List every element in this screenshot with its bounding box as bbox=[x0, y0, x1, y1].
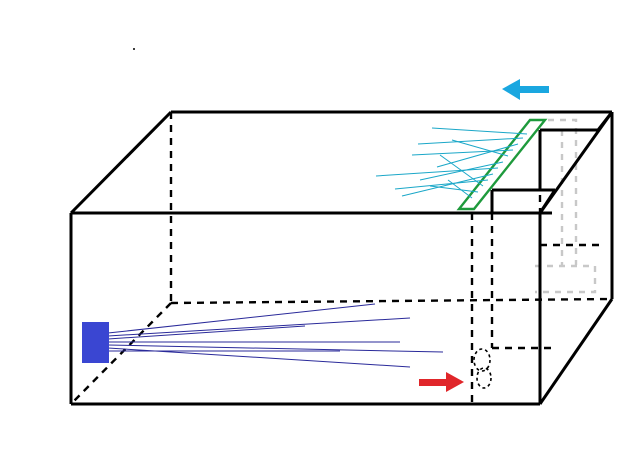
stray-dot bbox=[133, 48, 135, 50]
hidden-chamber-top bbox=[548, 118, 578, 265]
jet-line bbox=[107, 317, 411, 337]
pump-jet-lines bbox=[107, 303, 444, 368]
overflow-back-slope bbox=[596, 111, 614, 131]
hidden-edge-bottom-depth bbox=[70, 302, 172, 405]
spray-line bbox=[394, 179, 489, 190]
spray-line bbox=[375, 167, 499, 177]
top-left-depth-edge bbox=[69, 110, 173, 215]
spray-line bbox=[401, 173, 494, 197]
tank-outline bbox=[69, 110, 614, 406]
hidden-chamber-base bbox=[535, 264, 597, 294]
filter-slot bbox=[456, 118, 548, 211]
outflow-arrow-icon bbox=[502, 79, 549, 100]
spray-line bbox=[439, 154, 484, 187]
overflow-box-right bbox=[538, 189, 557, 214]
jet-line bbox=[107, 325, 306, 340]
spray-lines bbox=[375, 127, 528, 199]
drain-outlet-icon bbox=[473, 348, 492, 389]
right-bottom-depth-edge bbox=[538, 298, 614, 405]
pump-icon bbox=[82, 322, 109, 363]
spray-line bbox=[429, 185, 479, 193]
hidden-chamber bbox=[535, 118, 597, 294]
spray-line bbox=[447, 179, 473, 199]
spray-line bbox=[451, 139, 509, 157]
spray-line bbox=[417, 137, 524, 145]
jet-line bbox=[107, 303, 376, 334]
inflow-arrow-icon bbox=[419, 372, 464, 392]
jet-line bbox=[107, 344, 444, 353]
spray-line bbox=[431, 127, 528, 135]
spray-line bbox=[411, 149, 514, 156]
